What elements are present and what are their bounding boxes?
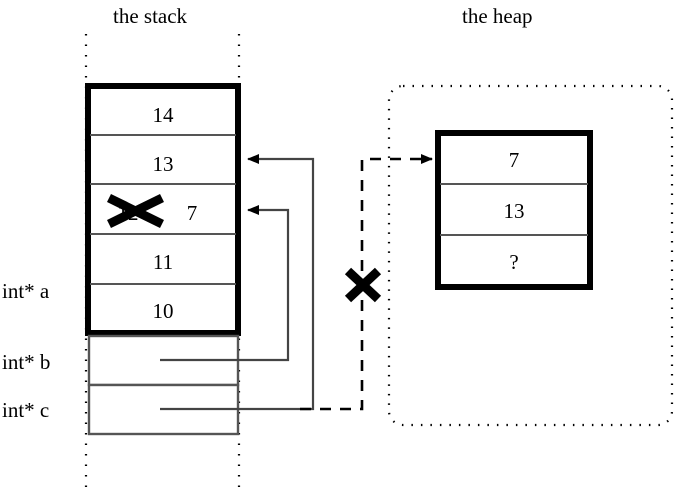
heap-cell-value: 7 bbox=[508, 148, 520, 172]
heap-title: the heap bbox=[462, 4, 533, 28]
stack-cell-value-struck: 12 bbox=[117, 201, 139, 225]
severed-pointer-x-icon bbox=[344, 267, 382, 303]
variable-label-b: int* b bbox=[2, 350, 51, 374]
stack-cell-value: 11 bbox=[152, 250, 174, 274]
variable-label-c: int* c bbox=[2, 398, 50, 422]
stack-block bbox=[85, 83, 241, 336]
heap-block bbox=[435, 130, 593, 290]
struck-value-x-icon bbox=[107, 193, 164, 229]
stack-title: the stack bbox=[113, 4, 188, 28]
stack-cell-value: 14 bbox=[152, 103, 174, 127]
stack-cell-value-updated: 7 bbox=[186, 201, 198, 225]
heap-cell-value: 13 bbox=[503, 199, 525, 223]
variable-label-a: int* a bbox=[2, 279, 50, 303]
pointer-c-connector bbox=[160, 154, 315, 411]
heap-cell-value: ? bbox=[509, 250, 519, 274]
stack-cell-value: 13 bbox=[152, 152, 174, 176]
stack-cell-value: 10 bbox=[152, 299, 174, 323]
pointer-b-connector bbox=[160, 205, 290, 362]
